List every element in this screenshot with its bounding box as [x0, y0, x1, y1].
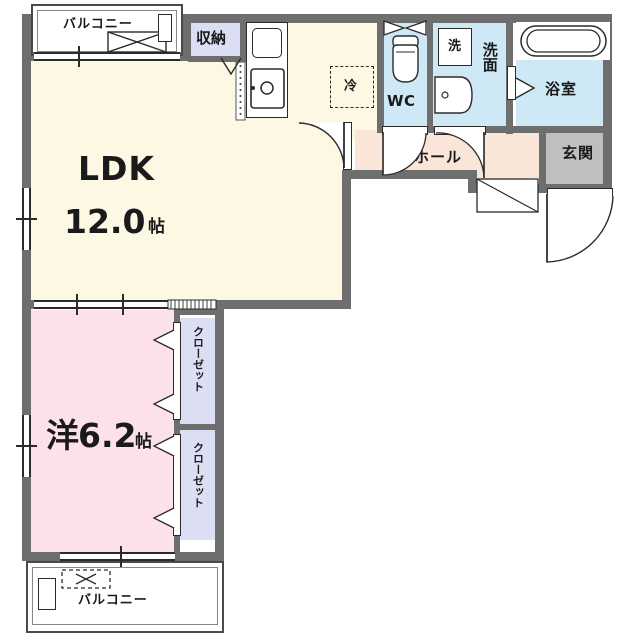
closet-2-arrow-top-icon	[152, 435, 175, 457]
closet-1-arrow-top-icon	[152, 329, 175, 351]
wc-door-swing-icon	[382, 132, 427, 176]
fridge-space	[330, 66, 374, 108]
washer-space	[438, 28, 472, 66]
genkan-label: 玄関	[562, 144, 595, 162]
window-ldk-top	[34, 52, 180, 61]
wall-bedroom-right	[215, 300, 224, 560]
balcony-bottom-ac-unit	[38, 578, 56, 610]
closet-1-door[interactable]	[173, 322, 181, 420]
wall-top-kitchen	[182, 14, 612, 23]
wall-right	[603, 14, 612, 192]
kitchen-partition	[235, 61, 246, 121]
wall-bath-bottom	[506, 126, 612, 133]
wall-closet-top	[174, 309, 224, 315]
wall-ldk-right	[342, 170, 351, 305]
closet-2-fill	[180, 430, 216, 540]
toilet-icon	[392, 35, 419, 83]
closet-2-label: クローゼット	[191, 442, 205, 508]
wall-wc-right	[427, 22, 433, 132]
ldk-door-swing-icon	[298, 122, 345, 169]
wall-kitchen-left	[182, 14, 191, 61]
vent-hatch-icon	[167, 299, 217, 310]
sliding-door-mullion-2	[122, 294, 124, 315]
kitchen-stove	[252, 28, 282, 58]
ldk-area-unit: 帖	[148, 217, 165, 237]
wall-closet-divider	[174, 424, 224, 430]
balcony-bottom-drain-icon	[61, 569, 111, 589]
wall-shuno-right	[240, 14, 246, 62]
senmen-door-swing-icon	[435, 132, 485, 179]
closet-2-door[interactable]	[173, 434, 181, 536]
ldk-fill	[30, 60, 342, 300]
bathroom-door-frame[interactable]	[507, 66, 516, 100]
wc-vent-icon	[383, 20, 427, 36]
ldk-area: 12.0	[64, 202, 146, 241]
wall-top-left-stub	[22, 14, 31, 61]
shuno-label: 収納	[196, 29, 227, 47]
sliding-door-ldk-bedroom[interactable]	[34, 300, 168, 309]
wc-label: WC	[387, 92, 416, 110]
sliding-door-mullion-1	[76, 294, 78, 315]
fridge-label: 冷	[344, 79, 358, 94]
wall-genkan-left	[539, 130, 546, 192]
bathroom-label: 浴室	[545, 80, 578, 98]
washbasin-icon	[434, 76, 473, 114]
wall-hall-step	[468, 170, 477, 192]
window-ldk-top-mullion	[78, 46, 80, 67]
wall-shuno-bottom	[188, 56, 246, 62]
closet-1-label: クローゼット	[191, 326, 205, 392]
bathroom-fill	[516, 60, 611, 130]
balcony-bottom-inner	[32, 567, 218, 625]
hall-step-icon	[476, 178, 539, 213]
wall-closet-left	[174, 309, 180, 553]
balcony-top-label: バルコニー	[63, 17, 133, 32]
window-bedroom-bottom	[60, 552, 175, 561]
balcony-bottom-outer	[26, 561, 224, 633]
window-ldk-left-mullion	[16, 218, 37, 220]
closet-1-fill	[180, 318, 216, 426]
bathtub-icon	[520, 25, 607, 57]
washer-label: 洗	[448, 39, 462, 54]
entrance-door-swing-icon	[546, 194, 614, 263]
senmen-label: 洗面	[480, 42, 499, 72]
hall-label: ホール	[414, 148, 463, 166]
balcony-top-ac-unit	[158, 14, 172, 42]
ldk-fill-upper-right	[300, 22, 380, 142]
balcony-top-inner	[37, 10, 177, 52]
balcony-bottom-label: バルコニー	[78, 593, 148, 608]
closet-2-arrow-bottom-icon	[152, 507, 175, 529]
wall-wc-left	[377, 22, 384, 132]
genkan-fill	[545, 130, 611, 192]
bedroom-area-unit: 帖	[135, 432, 152, 452]
closet-1-arrow-bottom-icon	[152, 393, 175, 415]
shuno-fill	[188, 22, 240, 62]
shuno-door-arrow-icon	[220, 57, 242, 76]
bedroom-label: 洋	[46, 416, 79, 455]
window-bedroom-left-mullion	[16, 445, 37, 447]
balcony-top-drain-icon	[107, 31, 167, 53]
bathroom-door-arrow-icon	[515, 77, 536, 99]
kitchen-sink	[250, 68, 285, 109]
bedroom-area: 6.2	[78, 416, 137, 455]
window-bedroom-bottom-mullion	[120, 546, 122, 567]
ldk-label: LDK	[78, 149, 155, 188]
wall-hall-bottom	[342, 170, 472, 179]
